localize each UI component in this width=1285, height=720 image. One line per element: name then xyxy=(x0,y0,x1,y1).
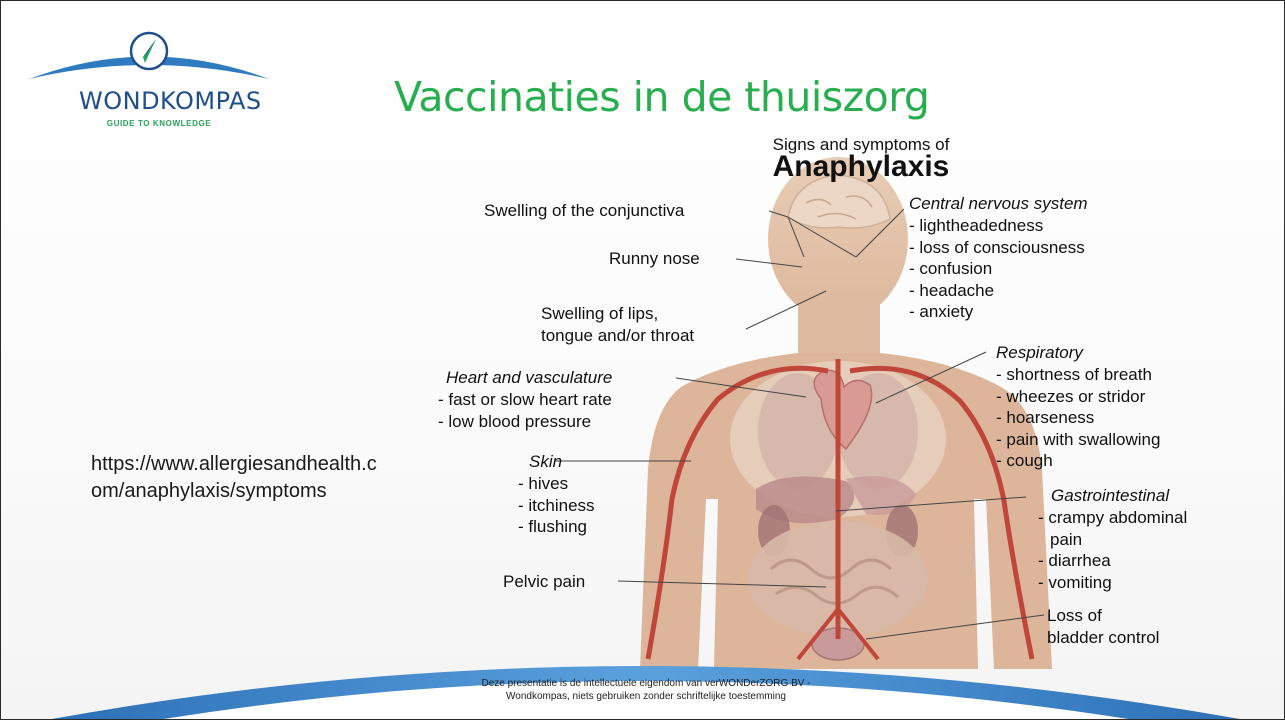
footer-line2: Wondkompas, niets gebruiken zonder schri… xyxy=(381,690,911,703)
footer-copyright: Deze presentatie is de intellectuele eig… xyxy=(381,677,911,703)
footer-line1: Deze presentatie is de intellectuele eig… xyxy=(381,677,911,690)
